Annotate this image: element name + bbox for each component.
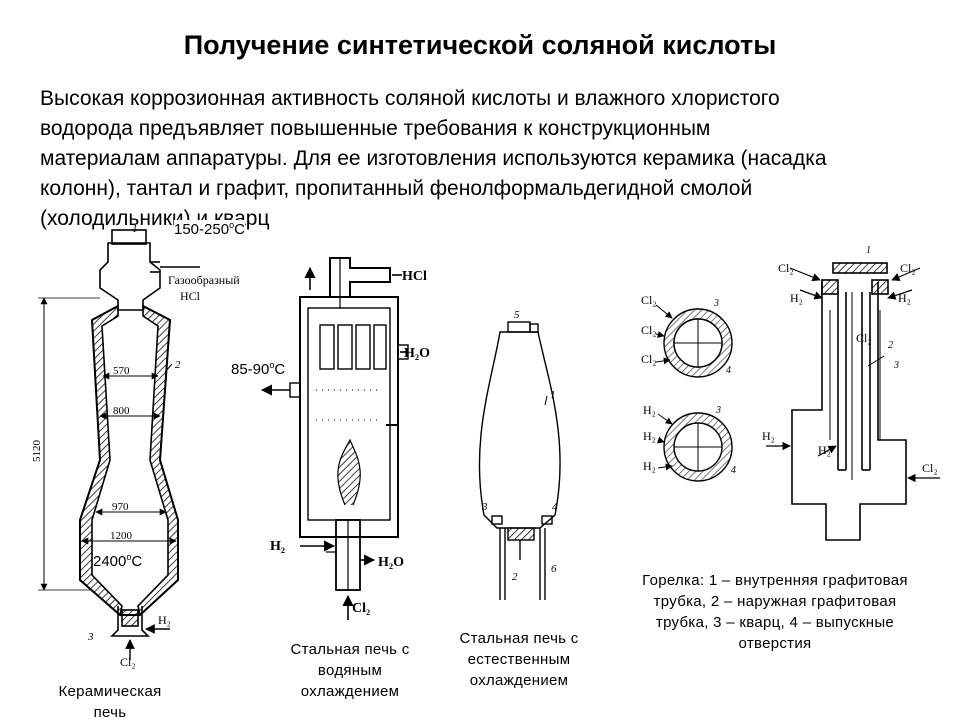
intro-line-2: водорода предъявляет повышенные требован… [40,117,711,140]
intro-line-4: колонн), тантал и графит, пропитанный фе… [40,177,753,200]
caption-steel-natural: Стальная печь с естественным охлаждением [459,630,579,689]
cs-num-3b: 3 [715,405,721,416]
ceramic-furnace-drawing [38,229,200,660]
cs-h2-c: H₂ [643,459,656,473]
furnace3-num-2: 2 [512,571,518,583]
furnace2-h2o-top: H₂O [404,346,430,361]
temp-label-bottom: 2400oС [93,552,143,570]
furnace1-num-2: 2 [175,359,181,371]
furnace1-num-1: 1 [132,223,138,235]
dim-1200: 1200 [110,530,133,542]
burner-h2-right: H₂ [898,291,911,305]
gas-label-1: Газообразный [168,273,240,287]
dim-800: 800 [113,405,130,417]
burner-longitudinal-drawing [766,262,940,541]
cs-cl2-a: Cl₂ [641,293,657,307]
dim-570: 570 [113,365,130,377]
cs-h2-b: H₂ [643,429,656,443]
cs-num-4b: 4 [731,465,736,476]
furnace3-num-6: 6 [551,563,557,575]
cs-h2-a: H₂ [643,403,656,417]
cs-cl2-c: Cl₂ [641,352,657,366]
furnace2-cl2: Cl₂ [352,601,370,616]
caption-steel-water: Стальная печь с водяным охлаждением [290,641,410,700]
steel-water-furnace-drawing [260,257,409,620]
cs-num-3a: 3 [713,298,719,309]
caption-burner: Горелка: 1 – внутренняя графитовая трубк… [642,572,908,652]
burner-num-2: 2 [888,340,893,351]
burner-num-1: 1 [866,245,871,256]
dim-5120: 5120 [31,440,43,463]
intro-line-1: Высокая коррозионная активность соляной … [40,87,780,110]
furnace2-hcl: HCl [402,269,427,284]
burner-h2-side: H₂ [762,429,775,443]
dim-970: 970 [112,501,129,513]
gas-label-2: HCl [180,289,201,303]
burner-cl2-right: Cl₂ [900,261,916,275]
cs-num-4a: 4 [726,365,731,376]
furnace3-num-1: 1 [550,389,556,401]
intro-line-3: материалам аппаратуры. Для ее изготовлен… [40,147,827,170]
burner-num-3: 3 [893,360,899,371]
burner-cl2-left: Cl₂ [778,261,794,275]
temp-label-top: 150-250oС [174,220,245,238]
furnace1-h2: H₂ [158,613,171,627]
steel-natural-furnace-drawing [478,321,561,600]
furnace1-num-3: 3 [87,631,94,643]
burner-cl2-side: Cl₂ [922,461,938,475]
furnace3-num-5: 5 [514,309,520,321]
cs-cl2-b: Cl₂ [641,323,657,337]
caption-ceramic: Керамическая печь [58,683,162,721]
furnace2-h2o-bottom: H₂O [378,555,404,570]
burner-cross-sections [655,304,733,482]
furnace1-cl2: Cl₂ [120,655,136,669]
burner-h2-left: H₂ [790,291,803,305]
burner-h2-inner: H₂ [818,443,831,457]
slide-title: Получение синтетической соляной кислоты [183,30,777,60]
burner-cl2-center: Cl₂ [856,331,872,345]
furnace3-num-4: 4 [552,501,558,513]
temp-label-middle: 85-90oС [231,360,286,378]
furnace2-h2: H₂ [270,539,285,554]
furnace3-num-3: 3 [481,501,488,513]
